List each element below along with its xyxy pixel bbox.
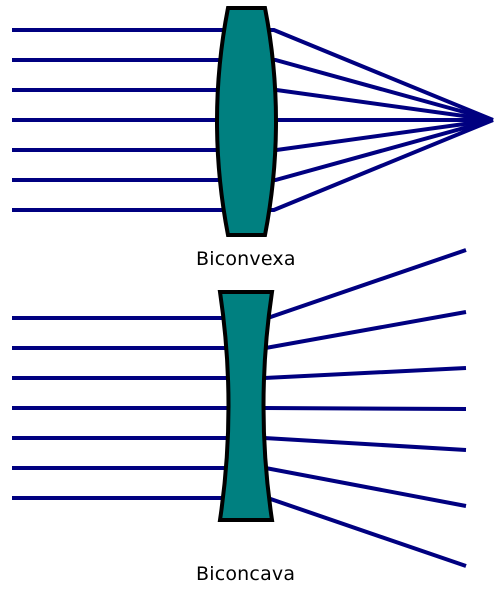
biconvex-label: Biconvexa xyxy=(196,248,296,270)
biconvex-lens xyxy=(215,6,278,237)
biconcave-lens-group xyxy=(12,248,467,568)
biconcave-label: Biconcava xyxy=(196,563,296,585)
biconcave-lens xyxy=(217,290,275,522)
biconvex-lens-group xyxy=(12,6,494,237)
